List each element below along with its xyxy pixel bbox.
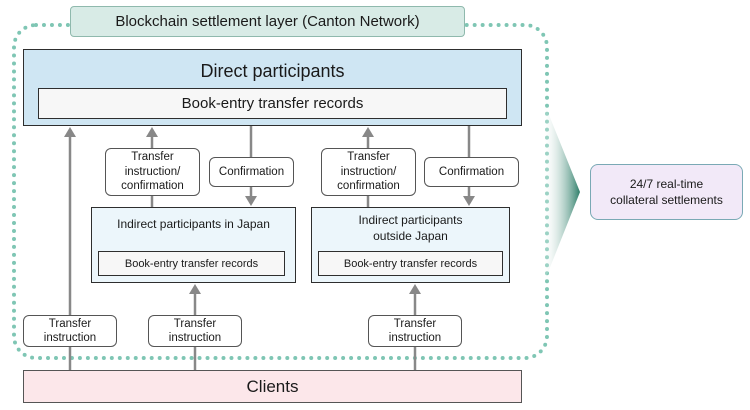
client-transfer-instruction-3: Transfer instruction <box>368 315 462 347</box>
chevron-arrow-icon <box>545 105 580 280</box>
confirmation-text-left: Confirmation <box>218 165 285 178</box>
settlement-layer-label: Blockchain settlement layer (Canton Netw… <box>70 6 465 37</box>
client-transfer-instruction-1: Transfer instruction <box>23 315 117 347</box>
direct-book-entry-records: Book-entry transfer records <box>38 88 507 119</box>
confirmation-text-right: Confirmation <box>438 165 505 178</box>
msg-line: instruction <box>168 332 222 344</box>
arrowhead-up-icon <box>189 284 201 294</box>
indirect-outside-records: Book-entry transfer records <box>318 251 503 276</box>
arrowhead-up-icon <box>146 127 158 137</box>
arrowhead-down-icon <box>245 196 257 206</box>
indirect-outside-title: Indirect participants outside Japan <box>311 211 510 247</box>
outcome-line: 24/7 real-time <box>629 176 704 191</box>
settlement-layer-text: Blockchain settlement layer (Canton Netw… <box>115 13 420 30</box>
msg-line: Transfer <box>393 317 437 330</box>
indirect-japan-records-text: Book-entry transfer records <box>124 257 259 270</box>
direct-participants-title: Direct participants <box>200 60 345 81</box>
msg-line: instruction <box>388 332 442 344</box>
msg-line: instruction/ <box>124 165 181 178</box>
confirmation-box-left: Confirmation <box>209 157 294 187</box>
confirmation-box-right: Confirmation <box>424 157 519 187</box>
msg-line: Transfer <box>131 151 174 164</box>
msg-line: confirmation <box>337 180 400 193</box>
msg-line: instruction/ <box>340 165 397 178</box>
msg-line: confirmation <box>121 180 184 193</box>
indirect-outside-title-line: Indirect participants <box>358 213 463 228</box>
clients-box: Clients <box>23 370 522 403</box>
arrowhead-down-icon <box>463 196 475 206</box>
indirect-japan-records: Book-entry transfer records <box>98 251 285 276</box>
indirect-outside-title-line: outside Japan <box>373 229 448 243</box>
indirect-japan-title: Indirect participants in Japan <box>117 217 270 232</box>
arrowhead-up-icon <box>409 284 421 294</box>
direct-book-entry-text: Book-entry transfer records <box>181 95 364 112</box>
clients-label: Clients <box>246 376 299 396</box>
client-transfer-instruction-2: Transfer instruction <box>148 315 242 347</box>
outcome-box: 24/7 real-time collateral settlements <box>590 164 743 220</box>
arrowhead-up-icon <box>362 127 374 137</box>
msg-line: Transfer <box>347 151 390 164</box>
outcome-line: collateral settlements <box>610 193 723 207</box>
arrowhead-up-icon <box>64 127 76 137</box>
msg-line: Transfer <box>48 317 92 330</box>
transfer-confirmation-box-left: Transfer instruction/ confirmation <box>105 148 200 196</box>
msg-line: instruction <box>43 332 97 344</box>
indirect-outside-records-text: Book-entry transfer records <box>343 257 478 270</box>
transfer-confirmation-box-right: Transfer instruction/ confirmation <box>321 148 416 196</box>
msg-line: Transfer <box>173 317 217 330</box>
